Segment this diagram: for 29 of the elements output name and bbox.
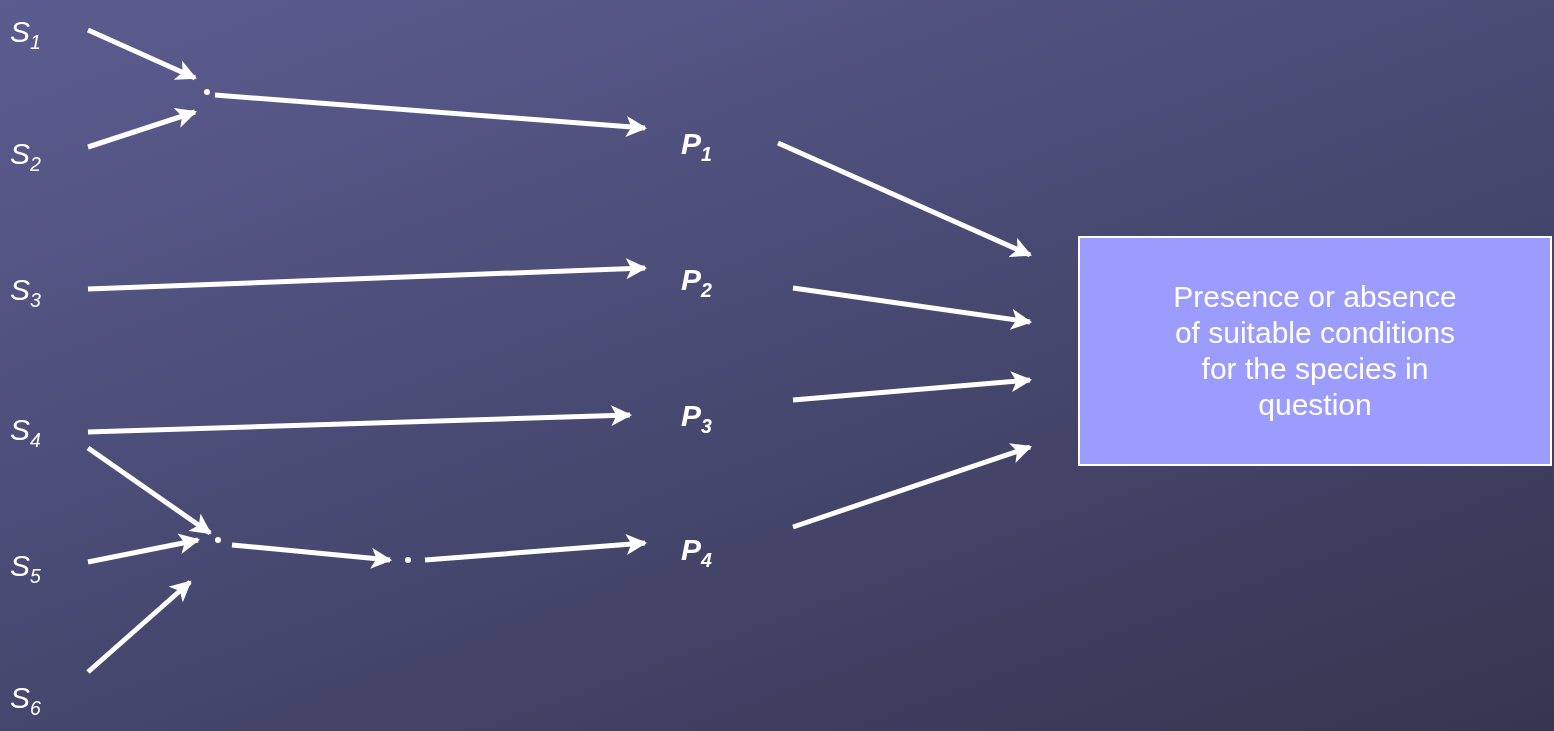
junction-dot: [204, 89, 210, 95]
junction-dot: [215, 537, 221, 543]
arrow: [792, 285, 1033, 330]
source-label: S$_{6}$: [10, 680, 41, 716]
arrow: [86, 27, 197, 81]
arrow: [214, 92, 648, 137]
arrow: [87, 533, 201, 565]
pathway-label: P$_{4}$: [681, 532, 712, 568]
arrow: [86, 580, 192, 674]
source-label: S$_{4}$: [10, 412, 41, 448]
arrow: [231, 542, 393, 569]
outcome-text: Presence or absence of suitable conditions for the species in question: [1172, 279, 1458, 423]
arrow: [792, 443, 1032, 530]
pathway-label: P$_{2}$: [681, 262, 712, 298]
pathway-label: P$_{1}$: [681, 126, 712, 162]
arrow: [777, 140, 1032, 258]
junction-dot: [405, 557, 411, 563]
outcome-box: [1078, 236, 1552, 466]
arrow: [792, 371, 1033, 403]
source-label: S$_{3}$: [10, 272, 41, 308]
source-label: S$_{5}$: [10, 548, 41, 584]
arrow: [424, 534, 648, 563]
arrow: [87, 258, 648, 292]
source-label: S$_{2}$: [10, 136, 41, 172]
pathway-label: P$_{3}$: [681, 398, 712, 434]
arrow: [87, 107, 197, 150]
arrow: [86, 445, 212, 536]
source-label: S$_{1}$: [10, 14, 41, 50]
arrow: [87, 405, 633, 435]
